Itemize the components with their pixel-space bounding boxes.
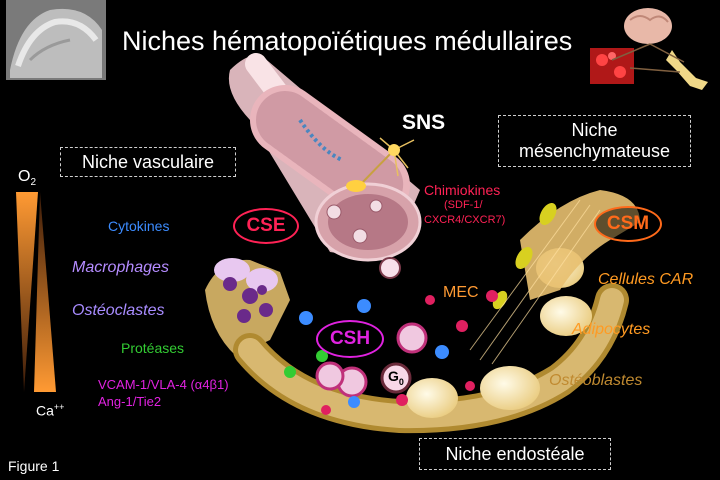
brain-bone-illustration: [590, 8, 708, 90]
macrophages-label: Macrophages: [72, 259, 169, 276]
car-cells-label: Cellules CAR: [598, 271, 694, 288]
cytokines-label: Cytokines: [108, 218, 170, 234]
sns-label: SNS: [402, 111, 446, 134]
ca-gradient-triangle: [34, 192, 56, 392]
ca-superscript: ++: [53, 402, 65, 412]
adhesion-label-line2: Ang-1/Tie2: [98, 394, 162, 409]
cse-label: CSE: [233, 208, 299, 244]
mesenchymal-niche-line2: mésenchymateuse: [518, 140, 671, 161]
ca-text: Ca: [36, 402, 54, 419]
adhesion-label-line1: VCAM-1/VLA-4 (α4β1): [98, 377, 229, 392]
o2-subscript: 2: [30, 177, 37, 189]
signalling-dots: [284, 290, 498, 415]
chemokines-title: Chimiokines: [424, 182, 501, 198]
osteoclastes-label: Ostéoclastes: [72, 302, 165, 319]
o2-text: O: [18, 168, 31, 185]
mec-label: MEC: [443, 284, 479, 301]
blood-vessel: [228, 53, 422, 279]
csm-label: CSM: [594, 206, 662, 242]
o2-gradient-triangle: [16, 192, 38, 392]
osteoclast-cluster: [205, 258, 290, 356]
osteoblastes-label: Ostéoblastes: [549, 372, 643, 389]
adipocytes-label: Adipocytes: [572, 321, 651, 338]
csh-label: CSH: [316, 320, 384, 358]
mesenchymal-niche-line1: Niche: [571, 120, 618, 140]
ca-label: Ca++: [36, 402, 64, 419]
vascular-niche-text: Niche vasculaire: [81, 152, 215, 172]
figure-label: Figure 1: [8, 458, 60, 474]
chemokines-line1: (SDF-1/: [444, 199, 483, 211]
g0-subscript: 0: [398, 376, 404, 387]
o2-label: O2: [18, 168, 36, 188]
g0-label: G0: [388, 368, 404, 387]
page-title: Niches hématopoïétiques médullaires: [122, 26, 573, 56]
proteases-label: Protéases: [121, 340, 185, 356]
sns-nerve: [346, 137, 415, 192]
endosteal-niche-text: Niche endostéale: [445, 444, 585, 464]
bone-photo: [6, 0, 106, 80]
vascular-niche-label: Niche vasculaire: [60, 147, 236, 177]
chemokines-line2: CXCR4/CXCR7): [424, 214, 506, 226]
hsc-cells: [315, 322, 428, 398]
endosteal-cell-arc: [233, 190, 640, 434]
mesenchymal-niche-label: Niche mésenchymateuse: [498, 115, 691, 167]
endosteal-niche-label: Niche endostéale: [419, 438, 611, 470]
g0-text: G: [388, 368, 399, 384]
